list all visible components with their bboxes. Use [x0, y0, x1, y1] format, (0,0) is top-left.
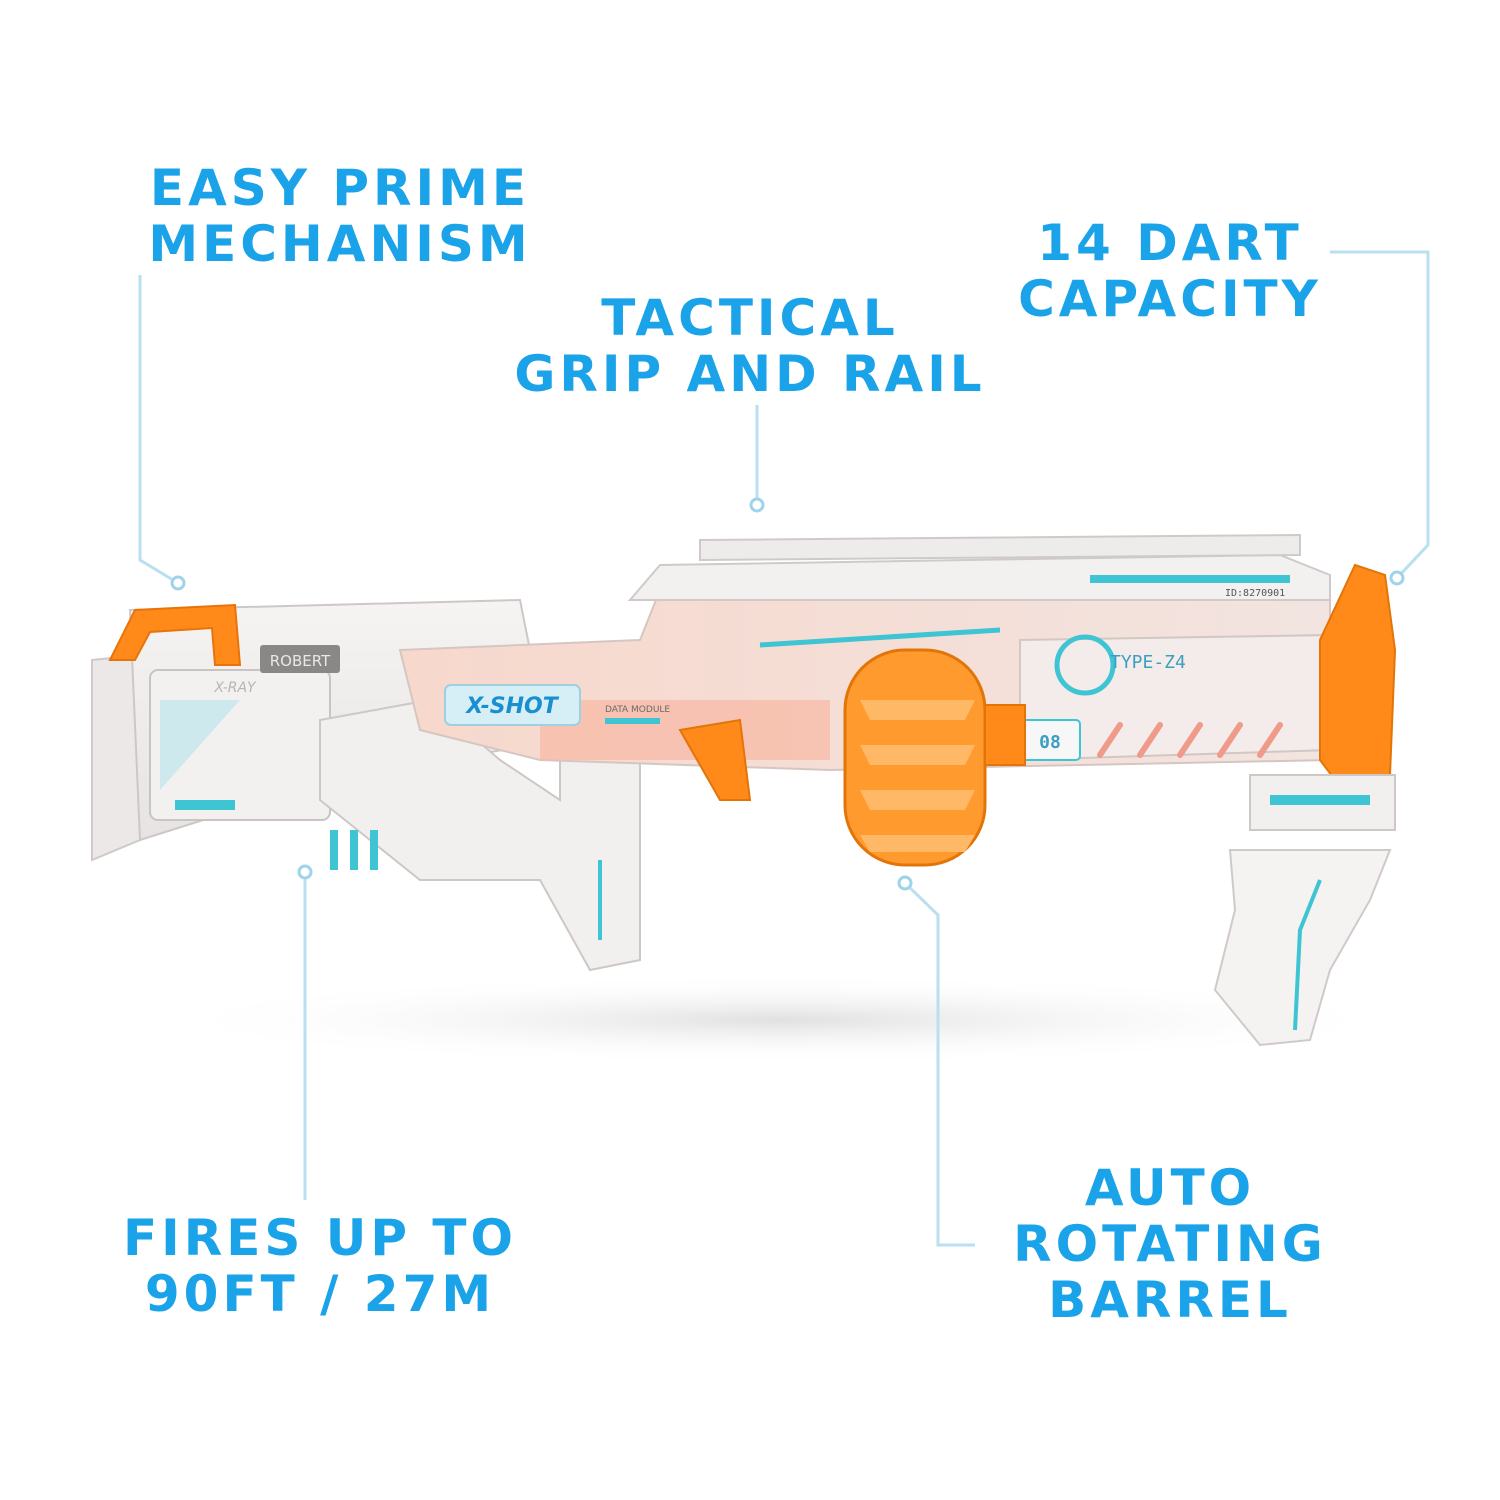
- callout-dot-range: [297, 864, 313, 880]
- stock-label-text: X-RAY: [213, 680, 257, 696]
- callout-dot-barrel: [897, 875, 913, 891]
- name-tag-text: ROBERT: [270, 652, 331, 670]
- ground-shadow: [140, 975, 1420, 1065]
- feature-line: 14 DART: [1037, 214, 1303, 272]
- feature-line: EASY PRIME: [149, 159, 531, 217]
- feature-tactical-grip-label: TACTICAL GRIP AND RAIL: [480, 290, 1020, 402]
- feature-line: FIRES UP TO: [122, 1209, 518, 1267]
- brand-badge: [444, 684, 581, 726]
- front-housing: TYPE-Z4 08: [1019, 633, 1331, 762]
- callout-line-barrel: [903, 881, 975, 1247]
- feature-dart-capacity-label: 14 DART CAPACITY: [960, 215, 1380, 327]
- feature-line: AUTO: [1084, 1159, 1256, 1217]
- model-text: TYPE-Z4: [1110, 652, 1186, 673]
- brand-text: X-SHOT: [464, 694, 559, 719]
- front-grip: [1213, 774, 1396, 1047]
- trigger: [678, 718, 752, 801]
- callout-line-prime: [138, 275, 179, 585]
- name-tag-plate: [260, 645, 340, 673]
- feature-easy-prime-label: EASY PRIME MECHANISM: [90, 160, 590, 272]
- module-label-text: DATA MODULE: [605, 705, 670, 715]
- feature-rotating-barrel-label: AUTO ROTATING BARREL: [960, 1160, 1380, 1328]
- callout-lines: [138, 250, 1430, 1247]
- feature-line: CAPACITY: [1018, 270, 1322, 328]
- top-rail: ID:8270901: [627, 533, 1331, 648]
- prime-handle: [108, 603, 242, 666]
- callout-line-capacity: [1330, 250, 1430, 580]
- feature-line: ROTATING: [1013, 1215, 1327, 1273]
- barrel-tip: [1319, 563, 1397, 802]
- callout-dot-prime: [170, 575, 186, 591]
- drum-magazine: [843, 648, 1026, 867]
- callout-dot-capacity: [1389, 570, 1405, 586]
- feature-line: GRIP AND RAIL: [514, 345, 986, 403]
- counter-text: 08: [1039, 732, 1061, 753]
- feature-line: 90FT / 27M: [144, 1265, 496, 1323]
- feature-line: TACTICAL: [601, 289, 899, 347]
- feature-range-label: FIRES UP TO 90FT / 27M: [80, 1210, 560, 1322]
- callout-dot-grip: [749, 497, 765, 513]
- feature-line: BARREL: [1048, 1271, 1292, 1329]
- id-code-text: ID:8270901: [1225, 588, 1285, 599]
- feature-line: MECHANISM: [148, 215, 532, 273]
